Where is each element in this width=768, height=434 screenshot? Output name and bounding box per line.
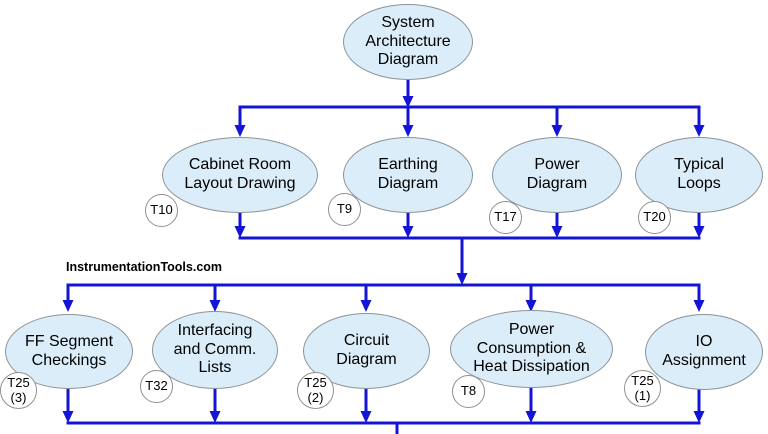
tag-t20: T20	[638, 201, 671, 234]
node-label: IO Assignment	[662, 333, 746, 369]
node-label: Interfacing and Comm. Lists	[173, 321, 257, 377]
node-label: Power Diagram	[526, 156, 588, 192]
node-power-consumption-heat-dissipation: Power Consumption & Heat Dissipation	[450, 310, 613, 388]
tag-label: T9	[336, 201, 353, 217]
node-label: Typical Loops	[674, 156, 724, 192]
tag-t8: T8	[452, 375, 485, 408]
node-system-architecture-diagram: System Architecture Diagram	[343, 4, 473, 80]
node-label: System Architecture Diagram	[365, 13, 451, 69]
tag-t25-1: T25 (1)	[624, 370, 661, 407]
tag-label: T20	[643, 209, 666, 225]
tag-t25-3: T25 (3)	[0, 372, 37, 409]
tag-t10: T10	[145, 194, 178, 227]
connector-row3-to-bottom	[62, 387, 705, 434]
node-earthing-diagram: Earthing Diagram	[343, 137, 473, 213]
node-power-diagram: Power Diagram	[492, 137, 622, 213]
connector-root-to-row2	[234, 79, 705, 137]
tag-label: T8	[460, 383, 477, 399]
node-label: Circuit Diagram	[336, 332, 397, 368]
tag-t17: T17	[489, 201, 522, 234]
tag-label: T10	[150, 202, 173, 218]
tag-t25-2: T25 (2)	[297, 372, 334, 409]
node-label: Earthing Diagram	[377, 156, 439, 192]
node-interfacing-and-comm-lists: Interfacing and Comm. Lists	[152, 311, 278, 389]
node-label: Power Consumption & Heat Dissipation	[473, 320, 590, 376]
watermark-text: InstrumentationTools.com	[66, 260, 223, 274]
node-io-assignment: IO Assignment	[645, 314, 763, 390]
connector-row2-to-row3	[62, 211, 705, 312]
node-label: Cabinet Room Layout Drawing	[184, 156, 296, 192]
tag-label: T25 (3)	[7, 375, 30, 405]
tag-t32: T32	[140, 370, 173, 403]
node-circuit-diagram: Circuit Diagram	[303, 313, 430, 389]
tag-label: T25 (2)	[304, 375, 327, 405]
tag-t9: T9	[328, 193, 361, 226]
node-typical-loops: Typical Loops	[635, 137, 763, 213]
tag-label: T32	[145, 378, 168, 394]
node-cabinet-room-layout-drawing: Cabinet Room Layout Drawing	[162, 137, 318, 213]
tag-label: T25 (1)	[631, 373, 654, 403]
tag-label: T17	[494, 209, 517, 225]
node-label: FF Segment Checkings	[24, 332, 114, 369]
